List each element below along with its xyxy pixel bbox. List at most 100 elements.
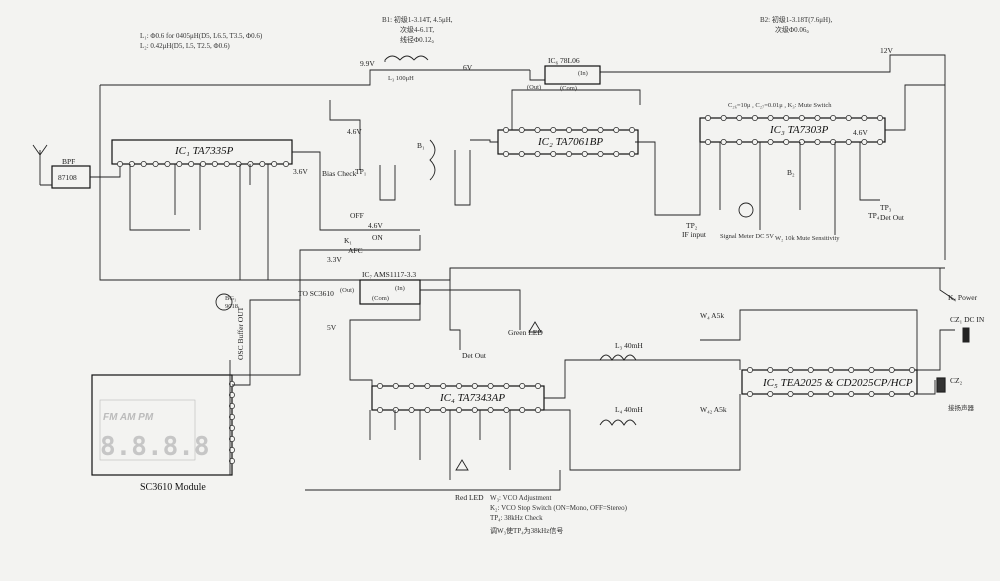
ic2-pin xyxy=(581,151,588,157)
ic3-pin xyxy=(720,139,727,145)
ic2-pin xyxy=(518,127,525,133)
label-afc: AFC xyxy=(348,246,363,255)
label-l3-100uh: L₃ 100μH xyxy=(388,75,414,82)
ic2-pin xyxy=(613,127,620,133)
ic1-pin xyxy=(271,161,278,167)
ic4-pin xyxy=(503,383,510,389)
label-12v: 12V xyxy=(880,46,894,55)
note-b1b: 次级4-6.1T, xyxy=(400,25,434,34)
ic4-pin xyxy=(424,407,431,413)
note-b1c: 线径Φ0.12。 xyxy=(400,35,438,44)
ic7-chip xyxy=(359,279,421,305)
bg1-transistor xyxy=(215,293,233,311)
ic4-pin xyxy=(440,383,447,389)
ic1-pin xyxy=(176,161,183,167)
note-b2b: 次级Φ0.06。 xyxy=(775,25,813,34)
ic1-pin xyxy=(283,161,289,167)
label-6v: 6V xyxy=(463,63,473,72)
label-3v3: 3.3V xyxy=(327,255,342,264)
ic4-pin xyxy=(424,383,431,389)
ic2-pin xyxy=(566,151,572,157)
ic1-pin xyxy=(152,161,159,167)
bg1-value: 9018 xyxy=(225,303,238,310)
ic2-title: IC₂ TA7061BP xyxy=(537,136,603,148)
ic2-pin xyxy=(629,127,635,133)
ic3-pin xyxy=(783,139,790,145)
label-to-sc3610: TO SC3610 xyxy=(298,289,334,298)
ic6-title: IC₆ 78L06 xyxy=(548,56,580,65)
ic2-pin xyxy=(550,151,557,157)
label-b1: B₁ xyxy=(417,141,425,150)
ic4-block: IC₄ TA7343AP xyxy=(371,383,545,413)
bg1-label: BG₁ xyxy=(225,295,236,302)
mute-switch-note: C₂₆=10μ , C₂₇=0.01μ , K₃: Mute Switch xyxy=(728,102,832,109)
ic4-pin xyxy=(535,407,541,413)
ic7-com: (Com) xyxy=(372,295,389,302)
note-tp4: TP₄: 38kHz Check xyxy=(490,514,543,522)
ic1-pin xyxy=(211,161,218,167)
label-tp1: TP₁ xyxy=(355,167,367,176)
ic4-pin xyxy=(392,383,399,389)
ic3-pin xyxy=(736,139,743,145)
module-mode-glyphs: FM AM PM xyxy=(103,412,154,423)
ic4-pin xyxy=(535,383,541,389)
label-w4: W₄ A5k xyxy=(700,311,724,320)
ic1-block: IC₁ TA7335P xyxy=(111,139,293,167)
label-4v6-afc: 4.6V xyxy=(368,221,383,230)
ic3-pin xyxy=(845,115,852,121)
ic7-title: IC₇ AMS1117-3.3 xyxy=(362,270,416,279)
ic4-title: IC₄ TA7343AP xyxy=(439,392,505,404)
ic6-chip xyxy=(544,65,601,85)
ic3-pin xyxy=(798,115,805,121)
ic5-pin xyxy=(767,367,774,373)
label-osc-buffer: OSC Buffer OUT xyxy=(236,306,245,360)
ic5-title: IC₅ TEA2025 & CD2025CP/HCP xyxy=(762,377,913,389)
label-k1: K₁ xyxy=(344,236,352,245)
ic1-pin xyxy=(200,161,206,167)
label-tp2: TP₂ xyxy=(686,221,698,230)
module-pin xyxy=(229,436,235,442)
ic3-pin xyxy=(736,115,743,121)
ic5-pin xyxy=(828,391,834,397)
ic5-pin xyxy=(767,391,774,397)
ic2-pin xyxy=(613,151,620,157)
ic2-pin xyxy=(597,151,604,157)
label-on: ON xyxy=(372,233,383,242)
ic2-block: IC₂ TA7061BP xyxy=(497,127,639,157)
ic4-pin xyxy=(519,407,526,413)
module-title: SC3610 Module xyxy=(140,482,206,493)
module-pin xyxy=(229,425,235,431)
ic1-pin xyxy=(117,161,123,167)
green-led-icon xyxy=(528,321,542,333)
ic4-pin xyxy=(487,383,494,389)
label-off: OFF xyxy=(350,211,364,220)
label-3v6: 3.6V xyxy=(293,167,308,176)
label-tp3: TP₃ xyxy=(880,203,892,212)
ic2-pin xyxy=(597,127,604,133)
ic3-pin xyxy=(861,139,868,145)
ic3-pin xyxy=(861,115,868,121)
ic3-pin xyxy=(705,115,711,121)
ic6-com: (Com) xyxy=(560,85,577,92)
label-mute-sens: W₂ 10k Mute Sensitivity xyxy=(775,235,840,242)
note-l2: L₂: 0.42μH(D5, L5, T2.5, Φ0.6) xyxy=(140,42,230,50)
module-pin xyxy=(229,447,235,453)
ic1-pin xyxy=(188,161,195,167)
ic5-pin xyxy=(787,391,794,397)
ic3-pin xyxy=(814,139,821,145)
ic3-title: IC₃ TA7303P xyxy=(769,124,829,136)
label-dc-in: CZ₁ DC IN xyxy=(950,315,985,324)
ic1-pin xyxy=(259,161,266,167)
ic3-pin xyxy=(798,139,805,145)
ic3-pin xyxy=(814,115,821,121)
ic6-in: (In) xyxy=(578,70,588,77)
ic3-pin xyxy=(767,139,774,145)
label-red-led: Red LED xyxy=(455,493,484,502)
ic5-pin xyxy=(888,391,895,397)
ic4-pin xyxy=(487,407,494,413)
label-l4-40mh: L₄ 40mH xyxy=(615,405,643,414)
label-speaker: 接扬声器 xyxy=(948,403,975,412)
sc3610-module: FM AM PM 8.8.8.8 SC3610 Module xyxy=(91,374,235,493)
ic3-pin xyxy=(720,115,727,121)
module-pin xyxy=(229,403,235,409)
